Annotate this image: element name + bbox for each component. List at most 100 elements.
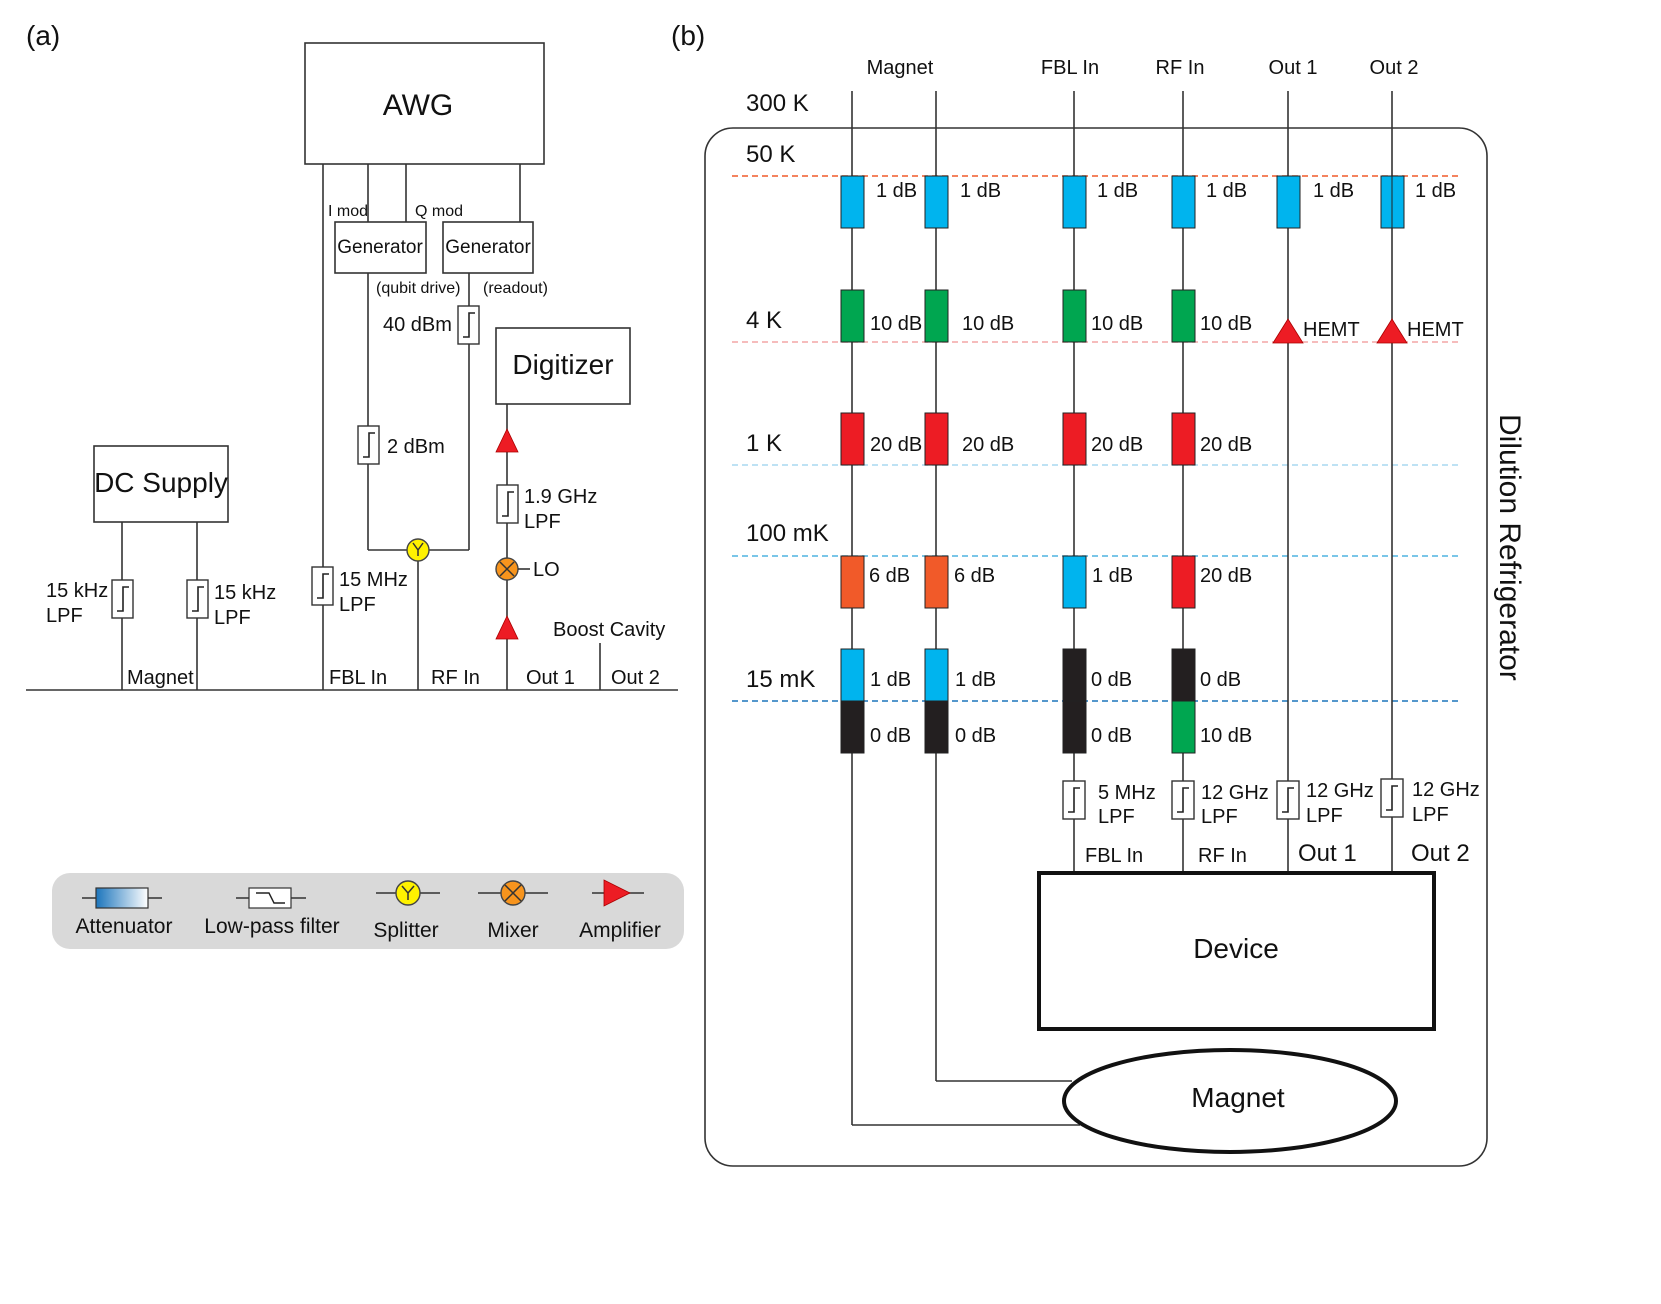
awg-label: AWG [383, 89, 454, 122]
lpf-15k-a-freq: 15 kHz [46, 580, 108, 602]
lpf-freq-fbl: 5 MHz [1098, 782, 1156, 804]
attenuator-4k-magnet-a [840, 289, 865, 343]
attenuator-100mk-magnet-b [924, 555, 949, 609]
panel-b-label: (b) [671, 20, 705, 51]
legend: Attenuator Low-pass filter Splitter Mixe… [52, 873, 684, 949]
attenuator-1k-magnet-b [924, 412, 949, 466]
lpf-15m-type: LPF [339, 594, 376, 616]
attenuator-50k-magnet-a [840, 175, 865, 229]
att-label-15mk-a-2: 0 dB [1091, 669, 1132, 691]
att-label-15mk-a-3: 0 dB [1200, 669, 1241, 691]
att-label-15mk-a-1: 1 dB [955, 669, 996, 691]
bus-label-out-2: Out 2 [611, 667, 660, 689]
lpf-freq-rf: 12 GHz [1201, 782, 1269, 804]
device-port-rf-in: RF In [1198, 845, 1247, 867]
device-box [1037, 871, 1436, 1031]
attenuator-50k-rf [1171, 175, 1196, 229]
hemt-label-out2: HEMT [1407, 319, 1464, 341]
legend-amplifier: Amplifier [579, 919, 661, 942]
attenuator-4k-magnet-b [924, 289, 949, 343]
amplifier-icon [495, 428, 519, 453]
fridge-label: Dilution Refrigerator [1493, 414, 1526, 681]
attenuator-50k-fbl [1062, 175, 1087, 229]
hemt-label-out1: HEMT [1303, 319, 1360, 341]
stage-4k: 4 K [746, 307, 782, 334]
legend-low-pass-filter: Low-pass filter [204, 915, 339, 938]
stage-300k: 300 K [746, 90, 809, 117]
magnet-label: Magnet [1191, 1082, 1285, 1113]
attenuator-15mk-a-rf [1171, 648, 1196, 702]
att-label-50k-0: 1 dB [876, 180, 917, 202]
lpf-type-out1: LPF [1306, 805, 1343, 827]
panel-a: (a) AWG I mod Q mod Generator Generator … [26, 20, 678, 691]
device-port-out-1: Out 1 [1298, 840, 1357, 867]
legend-background [52, 873, 684, 949]
att-label-4k-3: 10 dB [1200, 313, 1252, 335]
digitizer-box [495, 327, 631, 405]
qubit-drive-label: (qubit drive) [376, 280, 460, 297]
attenuator-15mk-b-rf [1171, 700, 1196, 754]
lpf-15k-a-type: LPF [46, 605, 83, 627]
attenuator-icon [95, 887, 149, 909]
header-magnet: Magnet [867, 57, 934, 79]
att-label-1k-0: 20 dB [870, 434, 922, 456]
att-label-15mk-a-0: 1 dB [870, 669, 911, 691]
attenuator-15mk-a-magnet-a [840, 648, 865, 702]
header-fbl-in: FBL In [1041, 57, 1099, 79]
stage-1k: 1 K [746, 430, 782, 457]
boost-cavity-label: Boost Cavity [553, 619, 665, 641]
att-label-15mk-b-2: 0 dB [1091, 725, 1132, 747]
amplifier-icon [495, 615, 519, 640]
attenuator-100mk-rf [1171, 555, 1196, 609]
attenuator-15mk-b-magnet-b [924, 700, 949, 754]
att-label-1k-2: 20 dB [1091, 434, 1143, 456]
attenuator-50k-out1 [1276, 175, 1301, 229]
att-label-50k-3: 1 dB [1206, 180, 1247, 202]
lpf-type-fbl: LPF [1098, 806, 1135, 828]
device-port-out-2: Out 2 [1411, 840, 1470, 867]
header-out-1: Out 1 [1269, 57, 1318, 79]
i-mod-label: I mod [328, 203, 368, 220]
attenuator-15mk-b-magnet-a [840, 700, 865, 754]
lpf-19-type: LPF [524, 511, 561, 533]
low-pass-filter-icon [248, 887, 292, 909]
panel-a-label: (a) [26, 20, 60, 51]
lpf-15m-freq: 15 MHz [339, 569, 408, 591]
dc-supply-box [93, 445, 229, 523]
device-label: Device [1193, 933, 1279, 964]
attenuator-15mk-b-fbl [1062, 700, 1087, 754]
att-2-label: 2 dBm [387, 436, 445, 458]
header-rf-in: RF In [1156, 57, 1205, 79]
fridge-outline [704, 127, 1488, 1167]
stage-15mk: 15 mK [746, 666, 815, 693]
att-label-15mk-b-1: 0 dB [955, 725, 996, 747]
stage-50k: 50 K [746, 141, 795, 168]
attenuator-50k-magnet-b [924, 175, 949, 229]
bus-label-fbl-in: FBL In [329, 667, 387, 689]
att-40-label: 40 dBm [383, 314, 452, 336]
hemt-amplifier-icon [1376, 318, 1408, 344]
generator-qubit-box [334, 221, 427, 274]
lpf-type-rf: LPF [1201, 806, 1238, 828]
legend-splitter: Splitter [373, 919, 438, 942]
att-label-50k-2: 1 dB [1097, 180, 1138, 202]
generator-qubit-label: Generator [337, 237, 423, 258]
attenuator-15mk-a-fbl [1062, 648, 1087, 702]
lo-label: LO [533, 559, 560, 581]
att-label-50k-4: 1 dB [1313, 180, 1354, 202]
att-label-4k-1: 10 dB [962, 313, 1014, 335]
att-label-100mk-3: 20 dB [1200, 565, 1252, 587]
legend-mixer: Mixer [487, 919, 538, 942]
readout-label: (readout) [483, 280, 548, 297]
bus-label-magnet: Magnet [127, 667, 194, 689]
att-label-1k-1: 20 dB [962, 434, 1014, 456]
awg-box [304, 42, 545, 165]
att-label-15mk-b-3: 10 dB [1200, 725, 1252, 747]
lpf-15k-b-type: LPF [214, 607, 251, 629]
attenuator-15mk-a-magnet-b [924, 648, 949, 702]
lpf-type-out2: LPF [1412, 804, 1449, 826]
panel-b: (b) Magnet FBL In RF In Out 1 Out 2 Dilu… [671, 20, 1526, 1167]
bus-label-out-1: Out 1 [526, 667, 575, 689]
attenuator-1k-magnet-a [840, 412, 865, 466]
